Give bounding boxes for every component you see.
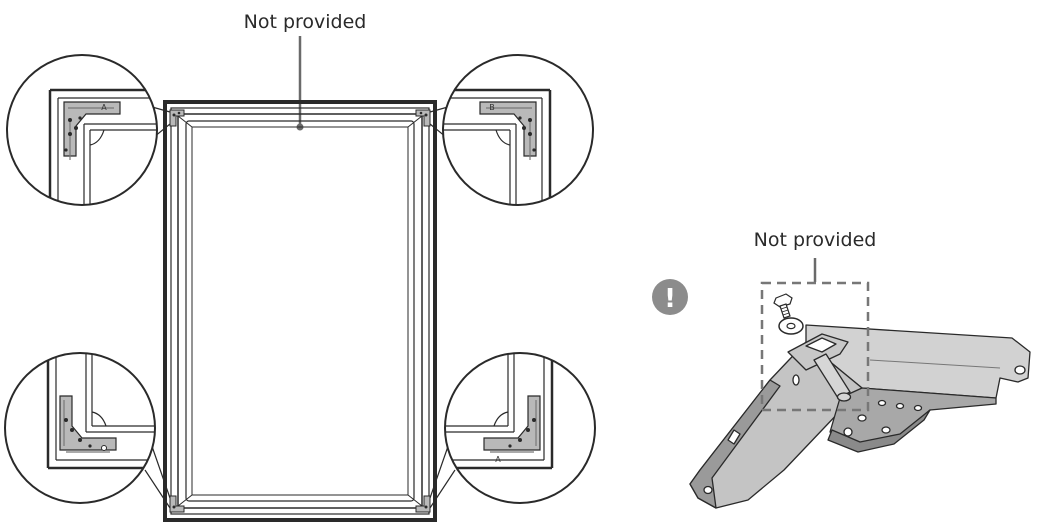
frame-corner-bracket-top-right [415,109,431,127]
magnifier-bottom-left [4,352,156,504]
magnifier-top-right: B [442,54,594,206]
bracket-tag-a-top-left: A [101,103,107,112]
warning-icon: ! [652,279,688,315]
frame-corner-bracket-bottom-left [169,495,185,513]
not-provided-label-top: Not provided [244,11,367,33]
bracket-tag-a-bottom-right: A [495,455,501,464]
slot-plate-and-bolt [787,333,852,402]
display-frame [163,100,437,522]
screw-icon [773,293,793,319]
warning-glyph: ! [664,284,676,314]
frame-corner-bracket-top-left [169,109,185,127]
not-provided-dashed-box [760,281,870,412]
magnifier-bottom-right: A [444,352,596,504]
washer-icon [778,317,804,335]
not-provided-label-right: Not provided [754,229,877,251]
frame-corner-bracket-bottom-right [415,495,431,513]
magnifier-top-left: A [6,54,158,206]
bracket-tag-b-top-right: B [489,103,495,112]
mounting-bracket [689,324,1031,509]
